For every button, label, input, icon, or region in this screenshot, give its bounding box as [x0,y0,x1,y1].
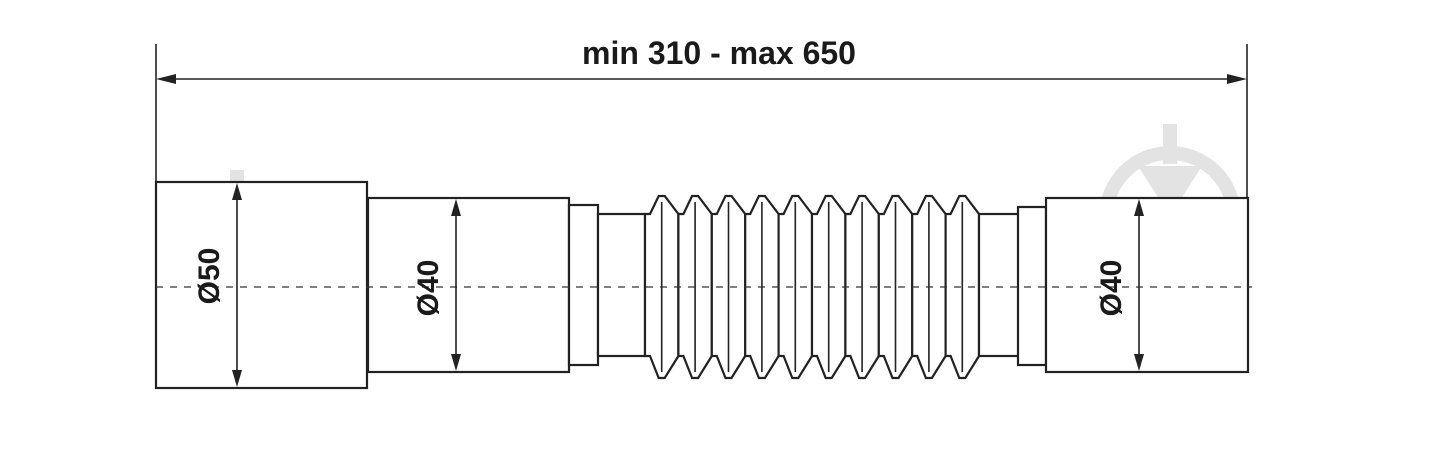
right-collar [1016,205,1048,367]
left-neck [596,212,647,358]
overall-dimension: min 310 - max 650 [155,35,1248,200]
inlet-diameter-label: Ø50 [193,248,226,305]
inlet-diameter-arrow [232,183,242,387]
outlet-section [1044,196,1250,374]
inlet-socket [154,180,369,390]
overall-dimension-label: min 310 - max 650 [582,35,856,71]
outlet-diameter-arrow [1134,199,1144,371]
middle-section [366,196,571,374]
right-neck [977,212,1021,358]
left-collar [567,203,600,367]
middle-diameter-label: Ø40 [412,260,445,317]
outlet-diameter-label: Ø40 [1095,260,1128,317]
middle-diameter-arrow [451,199,461,371]
